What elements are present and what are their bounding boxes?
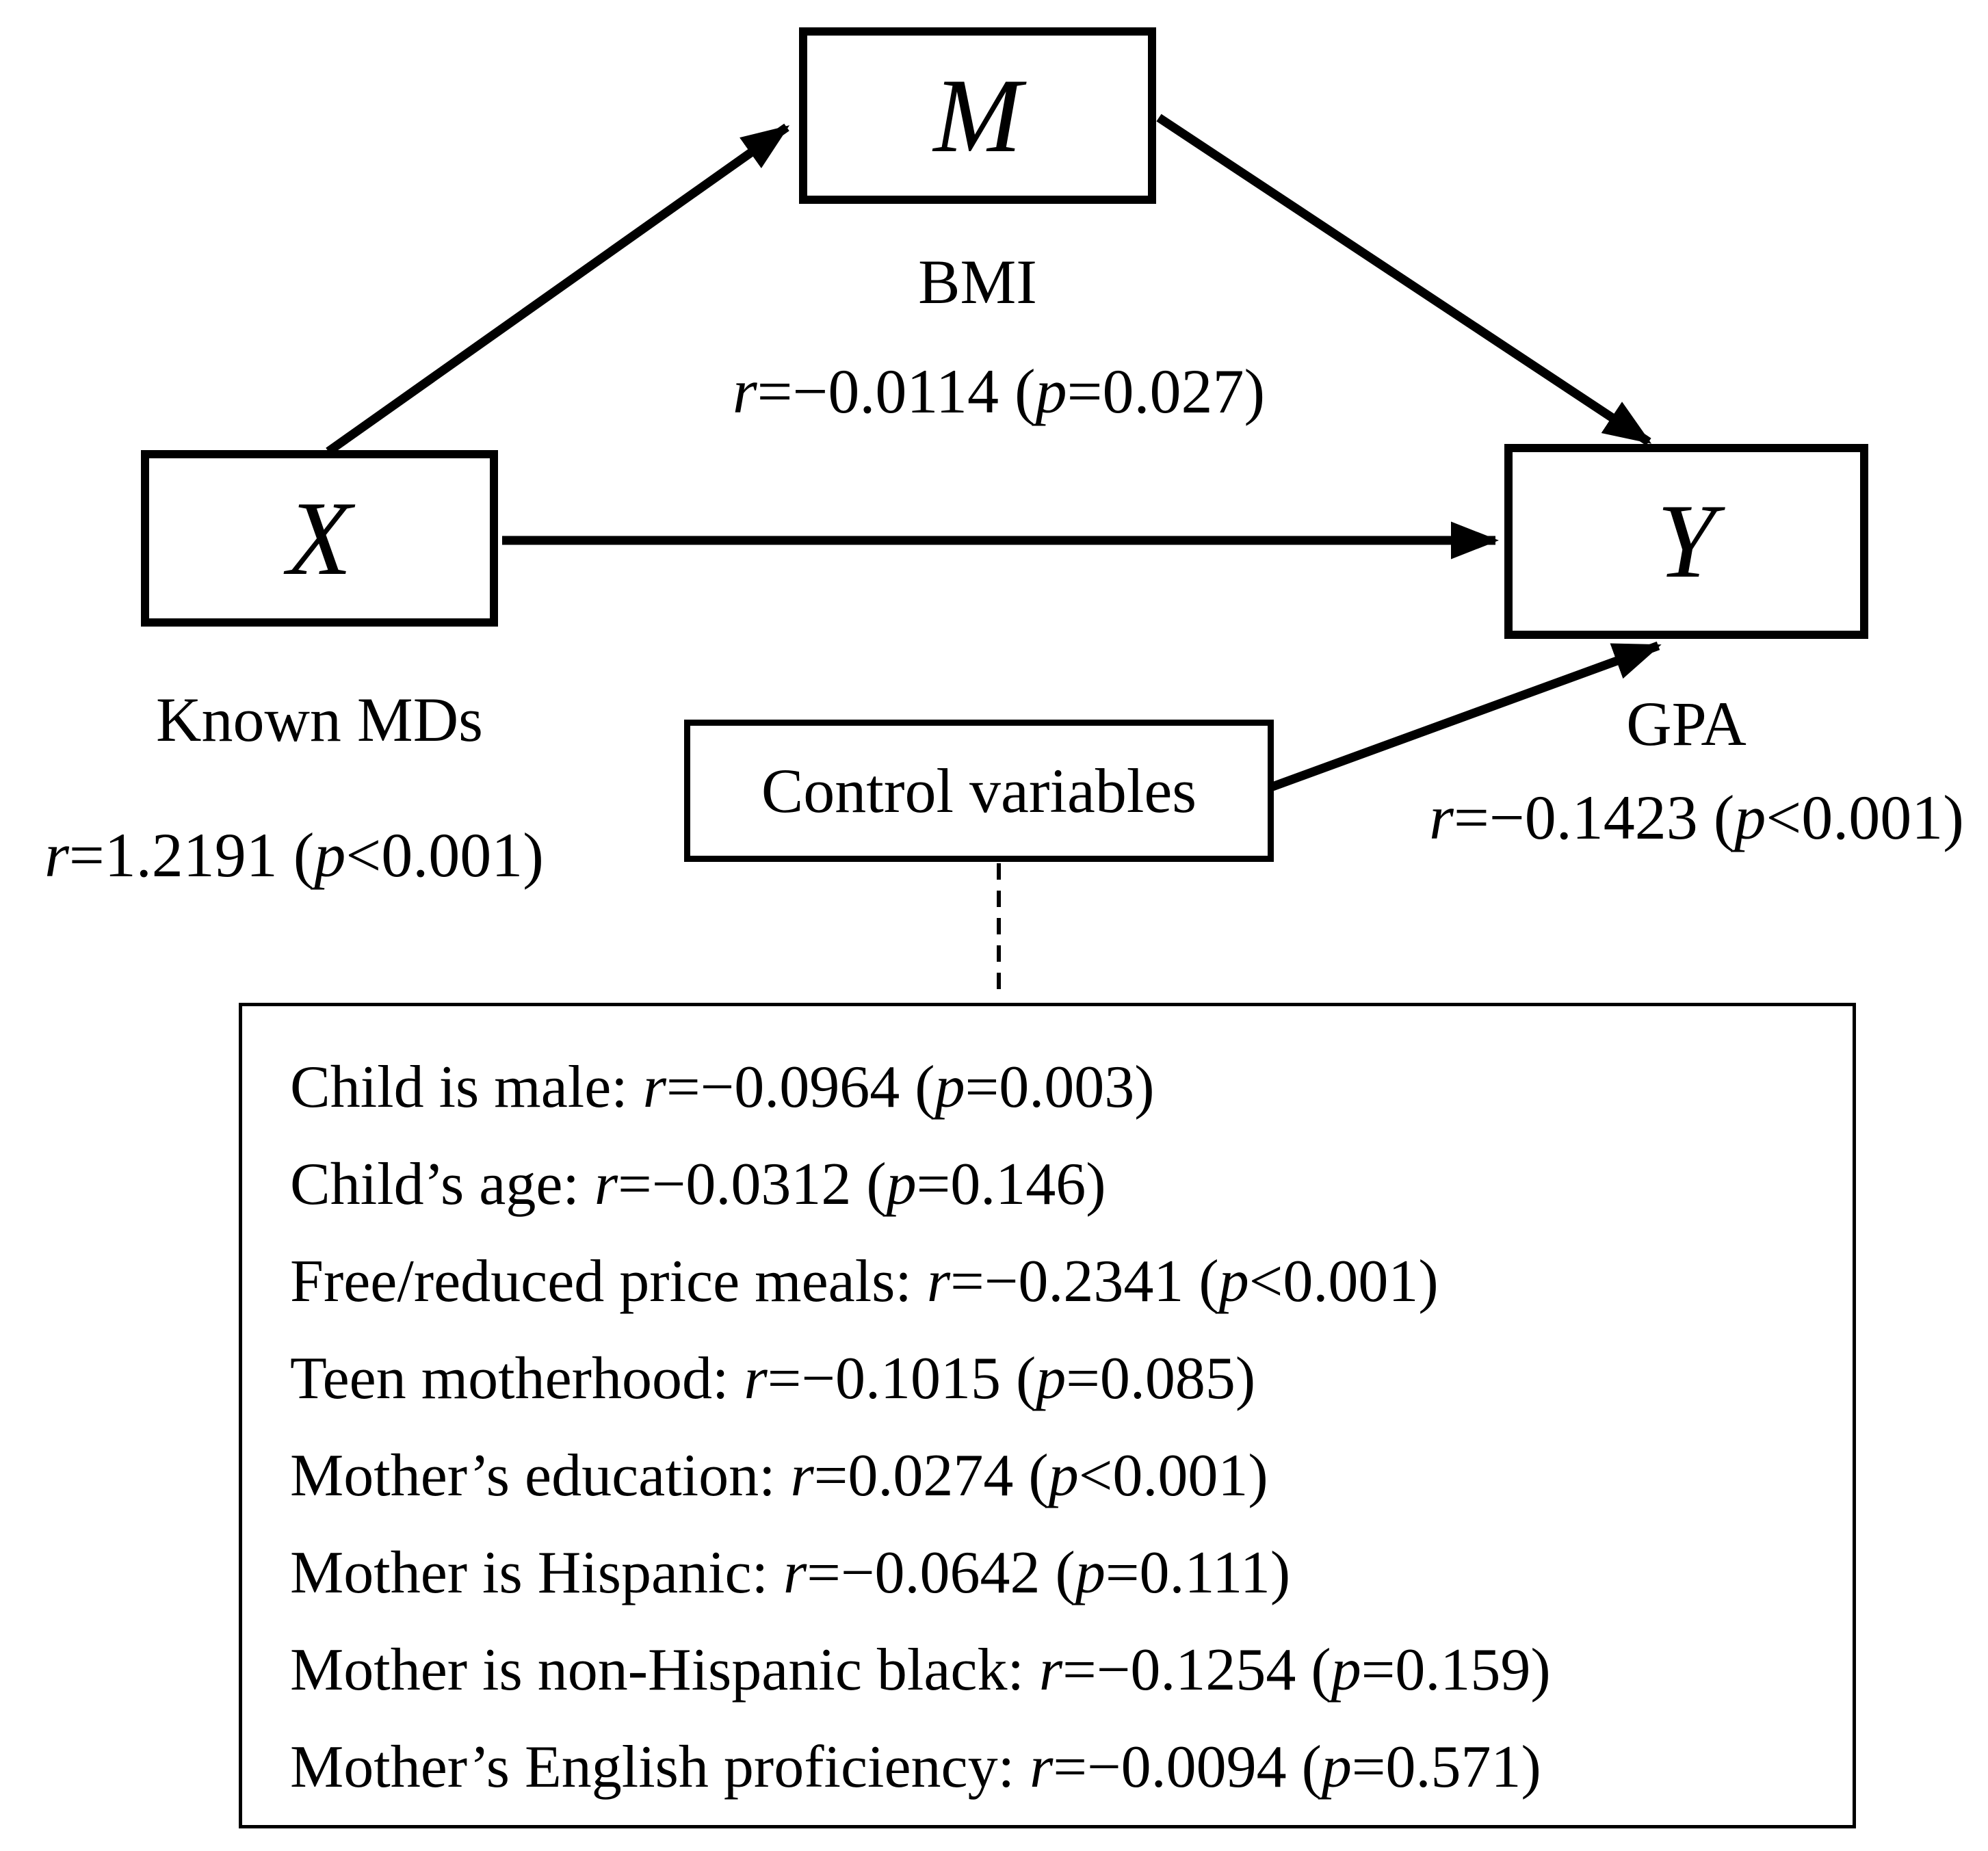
r-symbol: r: [1038, 1637, 1063, 1703]
control-variable-label: Child is male:: [290, 1054, 643, 1120]
p-symbol: p: [1321, 1734, 1352, 1800]
outcome-p-value: <0.001): [1766, 783, 1964, 852]
control-variable-item: Child is male: r=−0.0964 (p=0.003): [290, 1039, 1825, 1136]
outcome-letter: Y: [1656, 482, 1716, 600]
mediator-r-value: =−0.0114 (: [757, 356, 1036, 426]
control-variable-r-value: =−0.0964 (: [666, 1054, 935, 1120]
arrow-controls-to-y: [1270, 641, 1662, 791]
r-symbol: r: [1429, 783, 1454, 852]
p-symbol: p: [934, 1054, 965, 1120]
control-variable-label: Mother’s education:: [290, 1443, 791, 1509]
control-variable-p-value: =0.111): [1105, 1540, 1291, 1606]
control-variables-label: Control variables: [761, 756, 1197, 826]
outcome-node-box: Y: [1504, 444, 1868, 639]
control-variable-label: Mother’s English proficiency:: [290, 1734, 1030, 1800]
control-variable-p-value: =0.159): [1361, 1637, 1551, 1703]
control-variable-p-value: =0.003): [965, 1054, 1155, 1120]
predictor-node-box: X: [141, 450, 498, 627]
p-symbol: p: [1036, 1345, 1067, 1412]
p-symbol: p: [1048, 1443, 1079, 1509]
control-variable-r-value: =−0.1254 (: [1062, 1637, 1331, 1703]
predictor-label: Known MDs: [156, 685, 483, 754]
control-variable-item: Mother’s education: r=0.0274 (p<0.001): [290, 1428, 1825, 1525]
arrow-x-to-m: [326, 123, 790, 456]
control-variable-item: Child’s age: r=−0.0312 (p=0.146): [290, 1136, 1825, 1233]
p-symbol: p: [1218, 1248, 1249, 1315]
outcome-label: GPA: [1626, 689, 1747, 759]
control-variable-item: Mother’s English proficiency: r=−0.0094 …: [290, 1719, 1825, 1816]
r-symbol: r: [783, 1540, 807, 1606]
control-variable-r-value: =0.0274 (: [813, 1443, 1049, 1509]
mediator-node-box: M: [799, 27, 1156, 204]
control-variable-label: Free/reduced price meals:: [290, 1248, 927, 1315]
control-variable-label: Teen motherhood:: [290, 1345, 744, 1412]
r-symbol: r: [594, 1151, 618, 1218]
control-variables-list-box: Child is male: r=−0.0964 (p=0.003) Child…: [239, 1003, 1856, 1828]
p-symbol: p: [1035, 356, 1067, 426]
control-variable-p-value: =0.146): [916, 1151, 1106, 1218]
p-symbol: p: [1331, 1637, 1361, 1703]
predictor-r-value: =1.2191 (: [68, 820, 315, 890]
control-variable-r-value: =−0.0642 (: [807, 1540, 1075, 1606]
control-variable-r-value: =−0.1015 (: [767, 1345, 1036, 1412]
p-symbol: p: [1075, 1540, 1106, 1606]
r-symbol: r: [926, 1248, 951, 1315]
control-variable-label: Mother is Hispanic:: [290, 1540, 784, 1606]
control-variable-item: Free/reduced price meals: r=−0.2341 (p<0…: [290, 1233, 1825, 1330]
control-variable-r-value: =−0.0312 (: [618, 1151, 887, 1218]
r-symbol: r: [642, 1054, 667, 1120]
control-variable-item: Mother is non-Hispanic black: r=−0.1254 …: [290, 1622, 1825, 1719]
control-variable-label: Mother is non-Hispanic black:: [290, 1637, 1039, 1703]
mediator-letter: M: [933, 56, 1022, 174]
control-variables-box: Control variables: [684, 720, 1274, 862]
r-symbol: r: [744, 1345, 768, 1412]
control-variable-p-value: =0.571): [1351, 1734, 1541, 1800]
r-symbol: r: [44, 820, 69, 890]
r-symbol: r: [1030, 1734, 1054, 1800]
r-symbol: r: [732, 356, 757, 426]
control-variable-r-value: =−0.0094 (: [1053, 1734, 1322, 1800]
arrow-m-to-y: [1156, 114, 1652, 446]
predictor-letter: X: [287, 479, 352, 597]
p-symbol: p: [1734, 783, 1766, 852]
control-variable-label: Child’s age:: [290, 1151, 594, 1218]
mediator-p-value: =0.027): [1067, 356, 1266, 426]
control-variable-p-value: <0.001): [1078, 1443, 1268, 1509]
predictor-coefficient: r=1.2191 (p<0.001): [14, 820, 575, 890]
control-variable-p-value: =0.085): [1066, 1345, 1256, 1412]
r-symbol: r: [790, 1443, 814, 1509]
outcome-r-value: =−0.1423 (: [1453, 783, 1735, 852]
predictor-p-value: <0.001): [345, 820, 544, 890]
p-symbol: p: [886, 1151, 917, 1218]
mediator-label: BMI: [918, 247, 1037, 317]
p-symbol: p: [314, 820, 346, 890]
mediator-coefficient: r=−0.0114 (p=0.027): [698, 356, 1300, 426]
control-variable-item: Mother is Hispanic: r=−0.0642 (p=0.111): [290, 1525, 1825, 1622]
control-variable-p-value: <0.001): [1248, 1248, 1439, 1315]
outcome-coefficient: r=−0.1423 (p<0.001): [1416, 783, 1977, 852]
control-variable-r-value: =−0.2341 (: [950, 1248, 1219, 1315]
control-variable-item: Teen motherhood: r=−0.1015 (p=0.085): [290, 1330, 1825, 1428]
